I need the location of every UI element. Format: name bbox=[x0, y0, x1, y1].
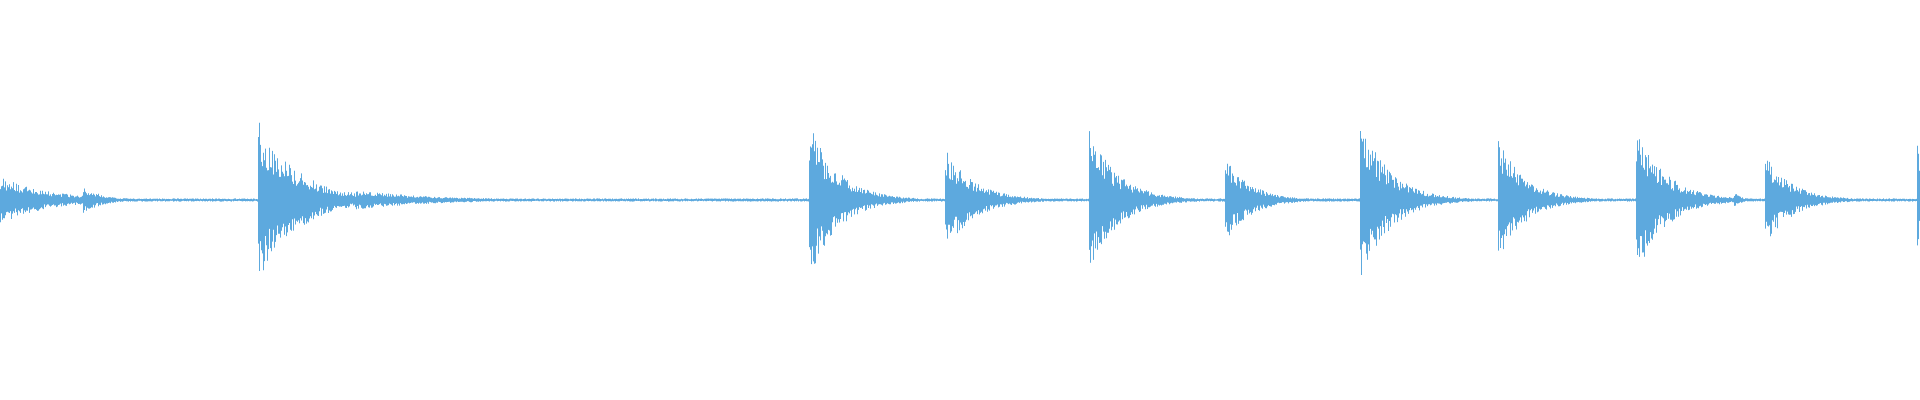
waveform-envelope bbox=[0, 122, 1920, 275]
